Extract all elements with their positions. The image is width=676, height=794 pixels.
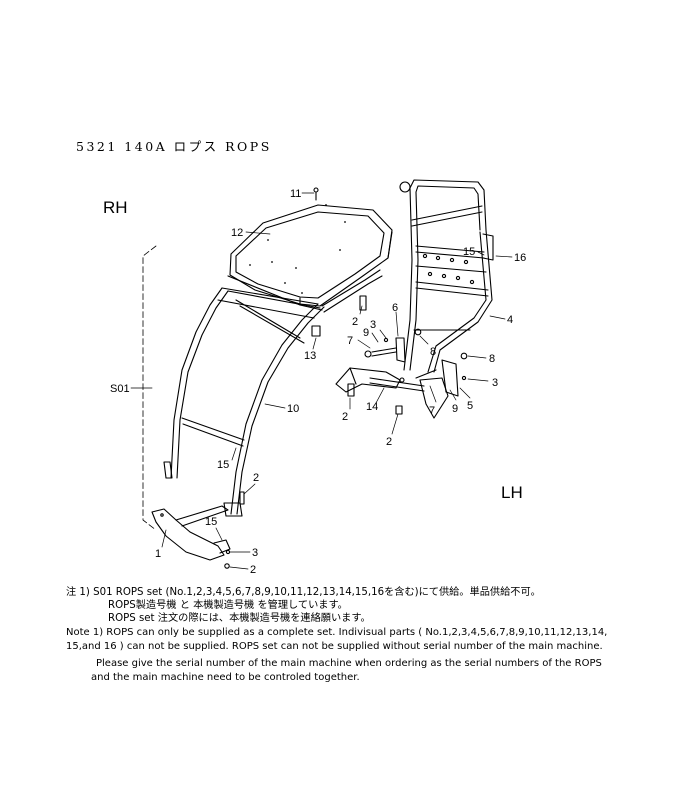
callout-1: 1	[155, 548, 161, 560]
note-jp-1: 注 1) S01 ROPS set (No.1,2,3,4,5,6,7,8,9,…	[66, 587, 541, 598]
note-en-4: and the main machine need to be controle…	[91, 672, 360, 683]
callout-7: 7	[429, 405, 435, 417]
callout-9: 9	[452, 403, 458, 415]
callout-2: 2	[386, 436, 392, 448]
callout-3: 3	[492, 377, 498, 389]
callout-11: 11	[290, 188, 301, 200]
page-title: 5321 140A ロプス ROPS	[76, 139, 272, 154]
note-en-2: 15,and 16 ) can not be supplied. ROPS se…	[66, 641, 603, 652]
leader-lines	[130, 192, 513, 570]
callout-2: 2	[253, 472, 259, 484]
roof-dots	[249, 204, 346, 294]
callout-3: 3	[370, 319, 376, 331]
callout-9: 9	[363, 327, 369, 339]
lh-bracket-assembly	[335, 337, 459, 419]
callout-4: 4	[507, 314, 513, 326]
callout-2: 2	[250, 564, 256, 576]
s01-bracket	[142, 245, 157, 531]
callout-15: 15	[463, 246, 475, 258]
callout-15: 15	[205, 516, 217, 528]
callout-5: 5	[467, 400, 473, 412]
rh-label: RH	[103, 198, 128, 217]
note-en-1: Note 1) ROPS can only be supplied as a c…	[66, 627, 608, 638]
callout-2: 2	[342, 411, 348, 423]
callout-8: 8	[489, 353, 495, 365]
note-jp-3: ROPS set 注文の際には、本機製造号機を連絡願います。	[108, 613, 371, 624]
callout-10: 10	[287, 403, 299, 415]
callout-7: 7	[347, 335, 353, 347]
small-hardware	[224, 187, 468, 569]
note-en-3: Please give the serial number of the mai…	[96, 658, 602, 669]
callout-8: 8	[430, 346, 436, 358]
front-crossbar-1	[151, 505, 231, 561]
callout-s01: S01	[110, 383, 130, 395]
callout-16: 16	[514, 252, 526, 264]
lh-rops-frame	[399, 179, 494, 373]
rh-rops-frame	[163, 269, 383, 517]
lh-label: LH	[501, 483, 523, 502]
roof-panel	[227, 204, 393, 311]
callout-14: 14	[366, 401, 378, 413]
callout-3: 3	[252, 547, 258, 559]
callout-13: 13	[304, 350, 316, 362]
callout-6: 6	[392, 302, 398, 314]
callout-15: 15	[217, 459, 229, 471]
callout-2: 2	[352, 316, 358, 328]
callout-labels: 11 12 16 15 4 6 3 9 7 8 2 13 8 3 S01 10 …	[110, 188, 526, 576]
callout-12: 12	[231, 227, 243, 239]
note-jp-2: ROPS製造号機 と 本機製造号機 を管理しています。	[108, 600, 348, 611]
